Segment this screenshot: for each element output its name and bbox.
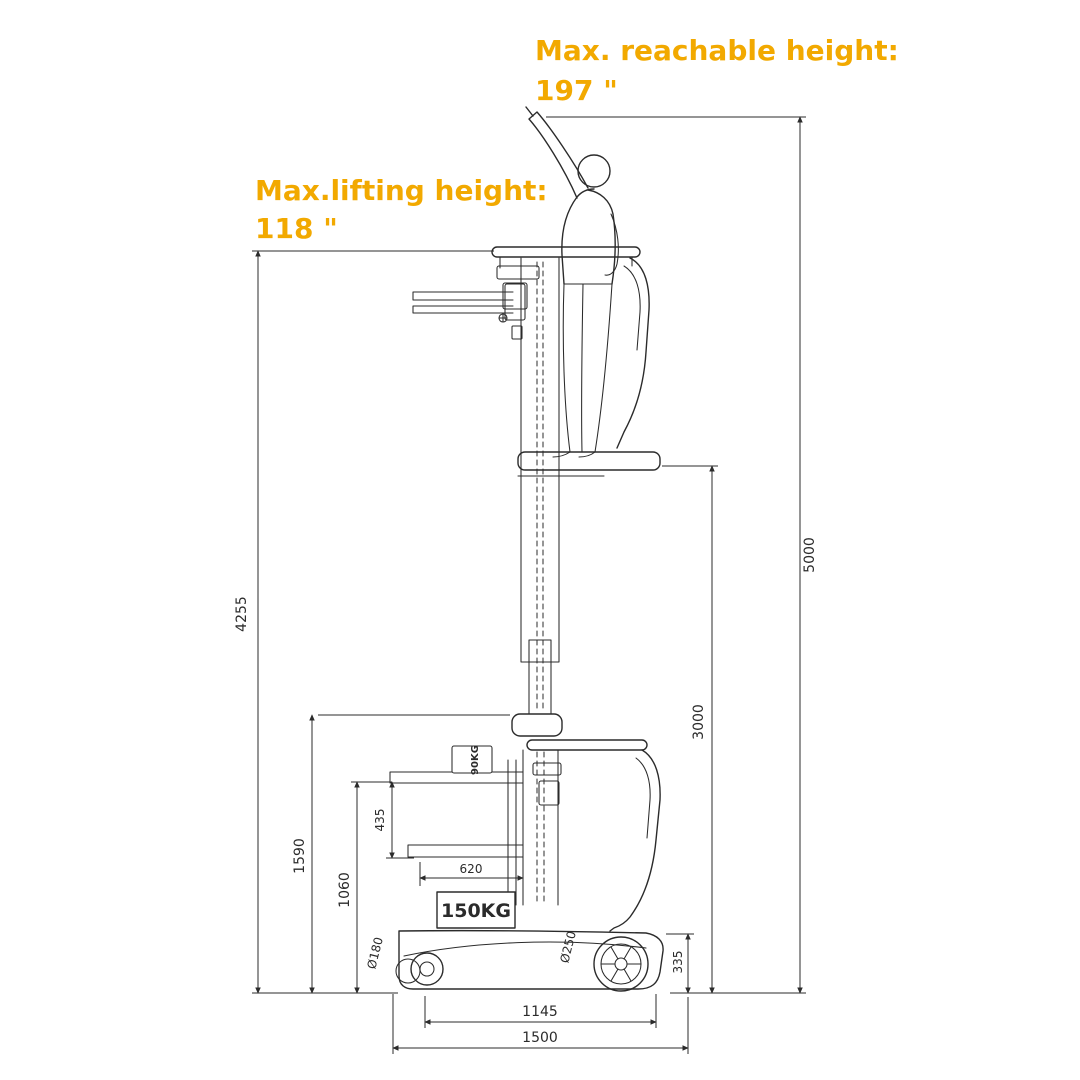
person-torso <box>561 188 616 285</box>
dim-label-fork-spacing: 435 <box>373 809 387 832</box>
dim-platform-height: 3000 <box>662 465 718 994</box>
platform-floor <box>517 451 661 471</box>
platform-raised <box>412 246 661 477</box>
dim-mast-cap-height: 1590 <box>292 714 510 994</box>
max-reachable-value: 197 " <box>535 74 618 107</box>
load-tray <box>389 771 524 784</box>
person-figure <box>525 106 619 458</box>
wheel-spokes <box>600 946 642 982</box>
basket-pod-lowered <box>609 749 661 932</box>
console-lowered <box>532 762 562 776</box>
max-lifting-value: 118 " <box>255 212 338 245</box>
max-reachable-label: Max. reachable height: <box>535 34 899 67</box>
mast-cap <box>511 713 563 737</box>
dim-label-chassis-height: 335 <box>671 951 685 974</box>
side-forks-lowered <box>407 844 524 858</box>
dim-tray-height: 1060 <box>337 781 392 994</box>
basket-pod <box>616 257 650 449</box>
dim-chassis-height: 335 <box>666 933 694 994</box>
capacity-label: 150KG <box>441 900 511 922</box>
dim-overall-length: 1500 <box>392 994 689 1054</box>
front-wheel-label: Ø180 <box>364 936 385 971</box>
dim-label-lifting-height: 4255 <box>234 596 250 632</box>
rear-wheel <box>593 936 649 992</box>
chassis <box>398 929 664 990</box>
capacity-box <box>436 891 516 929</box>
dim-label-tray-height: 1060 <box>337 872 353 908</box>
rear-wheel-label: Ø250 <box>557 930 578 965</box>
handrail-lowered <box>526 739 648 751</box>
person-raised-arm <box>525 106 589 199</box>
person-legs <box>552 283 613 458</box>
machine-lowered: 90KG 150KG <box>389 713 664 992</box>
dim-wheelbase: 1145 <box>424 994 657 1028</box>
dim-overall-height: 5000 <box>546 116 818 994</box>
mast-centerlines <box>536 261 544 713</box>
person-head <box>577 154 611 188</box>
person-lower-arm <box>604 213 619 276</box>
front-wheel <box>395 952 444 986</box>
dim-label-body-width: 620 <box>460 862 483 876</box>
dim-label-overall-height: 5000 <box>802 537 818 573</box>
dim-label-platform-height: 3000 <box>691 704 707 740</box>
height-callouts: Max. reachable height: 197 " Max.lifting… <box>255 34 899 245</box>
max-lifting-label: Max.lifting height: <box>255 174 548 207</box>
mast <box>520 257 560 715</box>
control-console <box>496 265 540 280</box>
dim-lifting-height: 4255 <box>234 250 494 994</box>
dim-fork-spacing: 435 <box>373 781 414 859</box>
dim-label-wheelbase: 1145 <box>522 1004 558 1020</box>
tray-capacity-label: 90KG <box>470 745 481 775</box>
dim-label-mast-cap-height: 1590 <box>292 838 308 874</box>
side-forks-raised <box>412 291 514 314</box>
dim-label-overall-length: 1500 <box>522 1030 558 1046</box>
dim-body-width: 620 <box>419 862 524 886</box>
handrail <box>491 246 641 258</box>
machine-drawing: 90KG 150KG <box>389 106 664 992</box>
tray-capacity-box <box>451 745 493 774</box>
